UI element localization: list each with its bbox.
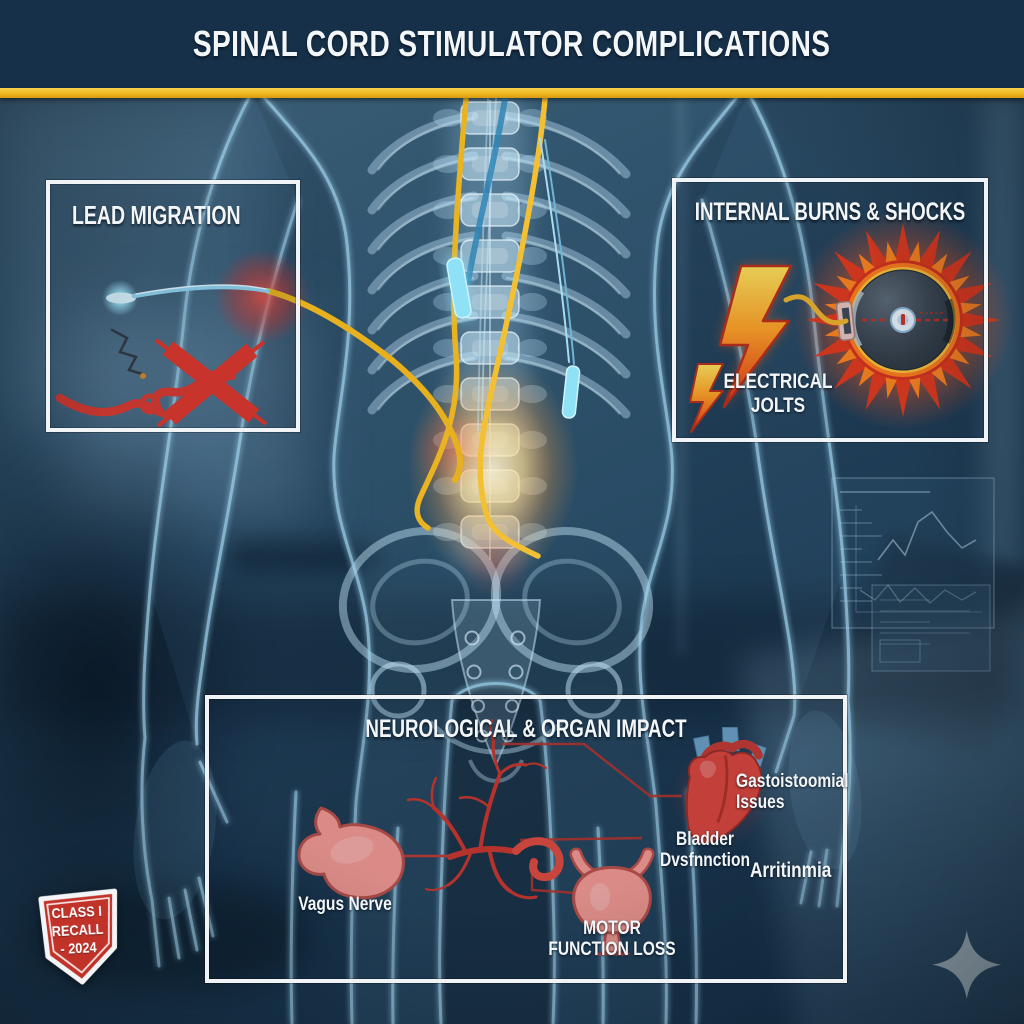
background-chart-panel xyxy=(831,477,995,672)
lead-wire-blue-1 xyxy=(465,96,508,285)
lead-wire-blue-2 xyxy=(539,137,570,363)
heart-icon xyxy=(670,726,773,847)
gastrointestinal-label: Gastoistoomial Issues xyxy=(736,771,849,814)
migrating-lead-wire xyxy=(265,288,464,483)
panel-internal-burns: INTERNAL BURNS & SHOCKS xyxy=(672,178,988,442)
page-title: SPINAL CORD STIMULATOR COMPLICATIONS xyxy=(193,23,831,64)
lead-wire-yellow-left xyxy=(414,96,469,531)
title-bar: SPINAL CORD STIMULATOR COMPLICATIONS xyxy=(0,0,1024,88)
burns-shocks-art xyxy=(689,210,1013,433)
lead-migration-art xyxy=(55,249,464,483)
red-x-icon xyxy=(154,338,268,428)
arrhythmia-label: Arritinmia xyxy=(750,859,832,882)
panel-lead-migration: LEAD MIGRATION xyxy=(46,180,300,432)
recall-badge: CLASS I RECALL - 2024 xyxy=(31,884,128,993)
lead-wire-yellow-right xyxy=(477,96,548,559)
nerve-branches xyxy=(406,719,564,900)
stimulator-leads xyxy=(414,96,581,559)
stomach-icon xyxy=(297,806,405,900)
recall-badge-text: CLASS I RECALL - 2024 xyxy=(39,902,117,960)
shock-wire xyxy=(783,294,849,326)
panel-internal-burns-title: INTERNAL BURNS & SHOCKS xyxy=(694,198,966,226)
sparkle-icon xyxy=(932,930,1002,1000)
electrical-jolts-label: ELECTRICAL JOLTS xyxy=(723,370,833,417)
shield-icon xyxy=(38,888,118,985)
neuro-organ-art xyxy=(297,719,773,956)
bladder-dysfunction-label: Bladder Dvsfnnction xyxy=(659,829,751,872)
broken-filament xyxy=(110,328,144,376)
panel-neurological: NEUROLOGICAL & ORGAN IMPACT xyxy=(205,695,847,983)
gold-divider xyxy=(0,88,1024,98)
bladder-icon xyxy=(569,847,655,956)
background-office-chair xyxy=(0,420,260,960)
lightning-bolt-icon xyxy=(718,264,793,409)
motor-function-loss-label: MOTOR FUNCTION LOSS xyxy=(548,918,676,961)
lead-electrode xyxy=(445,256,581,419)
panel-neurological-title: NEUROLOGICAL & ORGAN IMPACT xyxy=(365,715,687,743)
background-wall-seam xyxy=(676,95,686,655)
vagus-nerve-label: Vagus Nerve xyxy=(298,894,392,915)
small-lightning-bolt-icon xyxy=(689,363,724,433)
panel-lead-migration-title: LEAD MIGRATION xyxy=(72,200,241,230)
